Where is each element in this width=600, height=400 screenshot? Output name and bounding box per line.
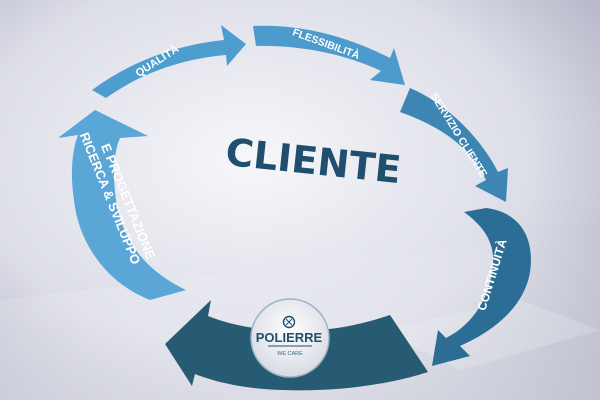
arrow-servizio-cliente — [400, 88, 508, 202]
arrow-qualita — [92, 25, 246, 98]
arrow-flessibilita — [253, 25, 405, 86]
logo-disc — [250, 298, 330, 378]
arrow-continuita — [432, 208, 531, 366]
logo-globe-meridian — [285, 318, 293, 326]
logo-tagline: WE CARE — [277, 351, 303, 357]
logo-globe-icon — [282, 315, 296, 329]
polierre-logo: POLIERRE WE CARE — [250, 298, 330, 378]
logo-name: POLIERRE — [256, 330, 323, 345]
arrow-ricerca-sviluppo — [58, 110, 186, 300]
